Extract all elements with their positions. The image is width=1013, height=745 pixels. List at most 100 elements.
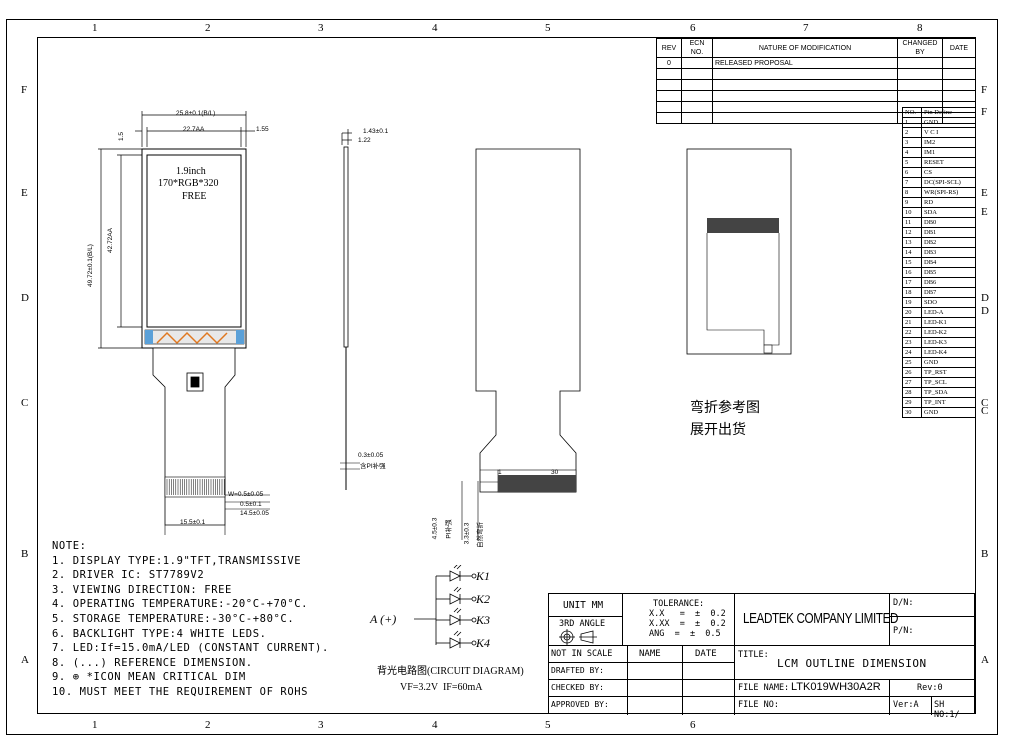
row-label: E	[981, 187, 988, 199]
back-view-drawing	[461, 148, 581, 540]
nature-header: NATURE OF MODIFICATION	[712, 38, 898, 58]
note-item: 2. DRIVER IC: ST7789V2	[52, 569, 205, 582]
not-in-scale: NOT IN SCALE	[551, 649, 613, 659]
pin-define: GND	[921, 357, 976, 368]
led-diode	[436, 630, 477, 649]
note-item: 5. STORAGE TEMPERATURE:-30°C-+80°C.	[52, 612, 295, 625]
cathode-k4: K4	[476, 636, 491, 650]
row-label: D	[981, 305, 989, 317]
dn-label: D/N:	[893, 598, 914, 608]
row-label: E	[21, 187, 28, 199]
nature-cell: RELEASED PROPOSAL	[712, 57, 898, 69]
pin-number: 8	[902, 187, 922, 198]
drafted-by: DRAFTED BY:	[551, 666, 604, 675]
pin-number: 21	[902, 317, 922, 328]
revision-row-empty	[656, 90, 976, 102]
pin-define: LED-K1	[921, 317, 976, 328]
dim-back-b-note: 自然弯折	[477, 522, 484, 548]
ver-value: Ver:A	[893, 700, 919, 710]
file-no-label: FILE NO:	[738, 700, 779, 710]
pin-number: 11	[902, 217, 922, 228]
col-label: 5	[545, 719, 551, 731]
circuit-anode-label: A (+)	[370, 612, 397, 626]
revision-header-row: REV ECN NO. NATURE OF MODIFICATION CHANG…	[656, 38, 976, 58]
note-item: 3. VIEWING DIRECTION: FREE	[52, 583, 232, 596]
pin-define: WR(SPI-RS)	[921, 187, 976, 198]
angle-label: 3RD ANGLE	[559, 619, 606, 629]
revision-row: 0 RELEASED PROPOSAL	[656, 57, 976, 69]
title-value: LCM OUTLINE DIMENSION	[777, 657, 927, 670]
pin-define: RESET	[921, 157, 976, 168]
pn-label: P/N:	[893, 626, 914, 636]
col-label: 4	[432, 719, 438, 731]
tolerance-ang: ANG = ± 0.5	[649, 629, 721, 639]
notes-title: NOTE:	[52, 540, 87, 552]
dim-side-fpc: 0.3±0.05	[358, 452, 384, 459]
rev-value: Rev:0	[917, 683, 943, 693]
projection-icon	[559, 629, 597, 645]
pin-define: DB5	[921, 267, 976, 278]
title-label: TITLE:	[738, 650, 769, 660]
pin-define: CS	[921, 167, 976, 178]
ecn-header: ECN NO.	[681, 38, 713, 58]
pin-number: 7	[902, 177, 922, 188]
pin-number: 20	[902, 307, 922, 318]
pin-number: 30	[902, 407, 922, 418]
pin-number: 24	[902, 347, 922, 358]
row-label: E	[981, 206, 988, 218]
pin-define: DB3	[921, 247, 976, 258]
note-item: 7. LED:If=15.0mA/LED (CONSTANT CURRENT).	[52, 642, 329, 655]
cathode-k1: K1	[476, 569, 491, 583]
tolerance-xxx: X.XX = ± 0.2	[649, 619, 726, 629]
pin-define: V C I	[921, 127, 976, 138]
row-label: F	[21, 84, 28, 96]
rev-cell: 0	[656, 57, 682, 69]
pin-define: SDO	[921, 297, 976, 308]
pin-number: 9	[902, 197, 922, 208]
note-item: 1. DISPLAY TYPE:1.9"TFT,TRANSMISSIVE	[52, 554, 302, 567]
display-line3: FREE	[182, 191, 207, 202]
side-view-drawing	[340, 129, 360, 490]
cathode-k2: K2	[476, 592, 491, 606]
pin-number: 15	[902, 257, 922, 268]
file-name-label: FILE NAME:	[738, 683, 790, 693]
pin-number: 6	[902, 167, 922, 178]
date-cell	[942, 57, 976, 69]
tolerance-title: TOLERANCE:	[653, 599, 705, 609]
col-label: 3	[318, 22, 324, 34]
revision-row-empty	[656, 79, 976, 91]
dim-thickness: 1.43±0.1	[363, 128, 389, 135]
note-item: 6. BACKLIGHT TYPE:4 WHITE LEDS.	[52, 627, 267, 640]
pin-number: 12	[902, 227, 922, 238]
pin-define-header: Pin Define	[921, 107, 976, 118]
pin-number: 3	[902, 137, 922, 148]
title-block: UNIT MM 3RD ANGLE TOLERANCE: X.X = ± 0.2…	[548, 593, 976, 720]
rev-header: REV	[656, 38, 682, 58]
row-label: C	[21, 397, 29, 409]
pin-define: DB4	[921, 257, 976, 268]
checked-by: CHECKED BY:	[551, 683, 604, 692]
note-item: 9. ⊕ *ICON MEAN CRITICAL DIM	[52, 671, 246, 684]
display-line2: 170*RGB*320	[158, 178, 219, 189]
col-label: 8	[917, 22, 923, 34]
dim-aa-width: 22.7AA	[183, 126, 205, 133]
changed-by-header: CHANGED BY	[897, 38, 943, 58]
pin-define: TP_SCL	[921, 377, 976, 388]
dim-aa-height: 42.72AA	[106, 228, 114, 253]
row-label: C	[981, 397, 989, 409]
